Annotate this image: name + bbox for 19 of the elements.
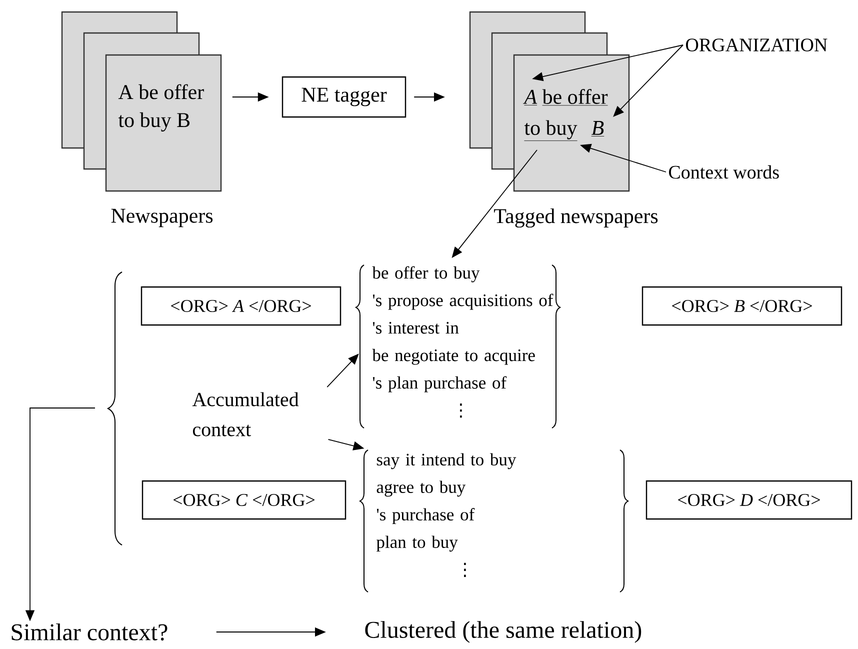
node-label: Newspapers (111, 208, 213, 228)
arrow (613, 44, 684, 117)
tag-box: <ORG> C </ORG> (142, 480, 346, 520)
node-label: Tagged newspapers (494, 208, 658, 228)
tag-box: <ORG> B </ORG> (642, 286, 842, 326)
text-label: ORGANIZATION (686, 38, 828, 52)
text-label: Clustered (the same relation) (365, 621, 642, 643)
tag-box: <ORG> D </ORG> (646, 480, 852, 520)
text-label: Accumulated context (192, 392, 299, 436)
tag-box: <ORG> A </ORG> (140, 286, 342, 326)
tag-box: NE tagger (282, 76, 406, 118)
document-stack: A be offer to buy B (469, 11, 630, 192)
arrow (326, 354, 359, 388)
node-label: B (591, 121, 604, 135)
phrase-list: be offer to buy 's propose acquisitions of 's interest in be negotiate to acquire 's plan purchase of ⋮ (372, 266, 554, 418)
document-stack: A be offer to buy B (61, 11, 222, 192)
text-label: Context words (668, 165, 779, 179)
phrase-list: say it intend to buy agree to buy 's purchase of plan to buy ⋮ (376, 453, 516, 577)
text-label: Similar context? (12, 624, 168, 640)
